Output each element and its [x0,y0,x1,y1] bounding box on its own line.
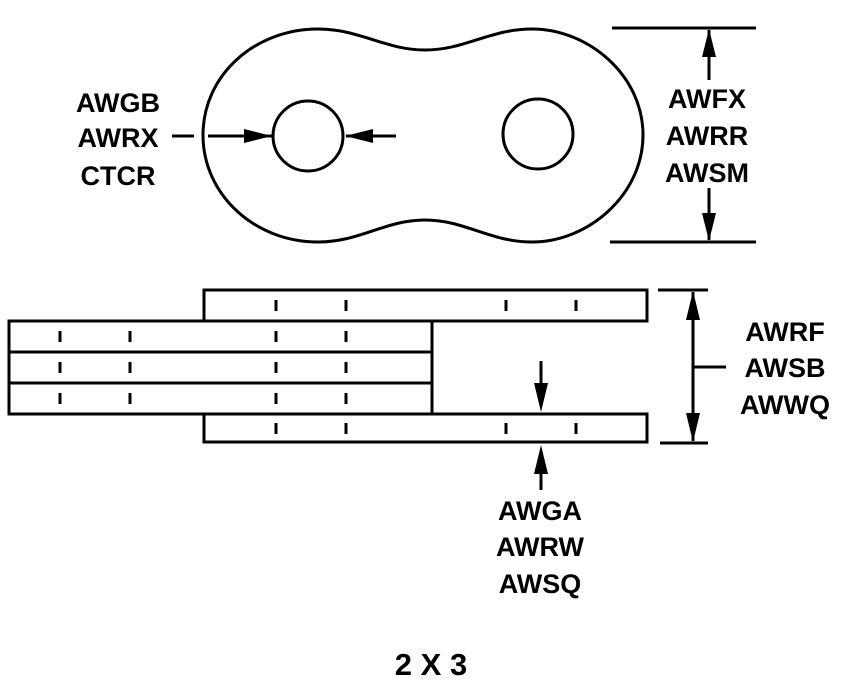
pin-hole-left [271,99,345,173]
inner-plate-2 [7,350,434,385]
width-callout-line-3: AWSM [665,158,749,188]
width-arrowhead-down [702,213,716,241]
outer-plate-bottom [202,412,649,444]
hole-callout-line-1: AWGB [76,88,160,118]
thickness-callout-line-1: AWRF [745,317,824,347]
width-callout-line-1: AWFX [668,84,746,114]
outer-plate-top [202,288,649,323]
plate-callout-line-3: AWSQ [499,569,582,599]
plate-callout-line-2: AWRW [496,532,585,562]
plate-arrowhead-up [534,445,548,474]
hole-arrowhead-right [345,129,373,143]
pin-hole-right [501,97,575,171]
inner-plate-1 [7,319,434,354]
hole-callout-line-2: AWRX [78,123,159,153]
inner-plates [7,319,434,416]
thickness-callout-line-2: AWSB [745,353,826,383]
plate-callout-line-1: AWGA [498,496,582,526]
link-plate-outline [201,27,645,244]
hole-arrowhead-left [244,129,272,143]
thickness-arrowhead-down [686,413,700,442]
plate-arrowhead-down [534,383,548,412]
width-arrowhead-up [702,29,716,57]
width-callout-line-2: AWRR [666,121,749,151]
figure-caption: 2 X 3 [395,647,467,682]
thickness-callout-line-3: AWWQ [740,390,830,420]
thickness-arrowhead-up [686,291,700,320]
pin-tick-marks [58,300,578,434]
hole-callout-line-3: CTCR [81,161,156,191]
inner-plate-3 [7,381,434,416]
